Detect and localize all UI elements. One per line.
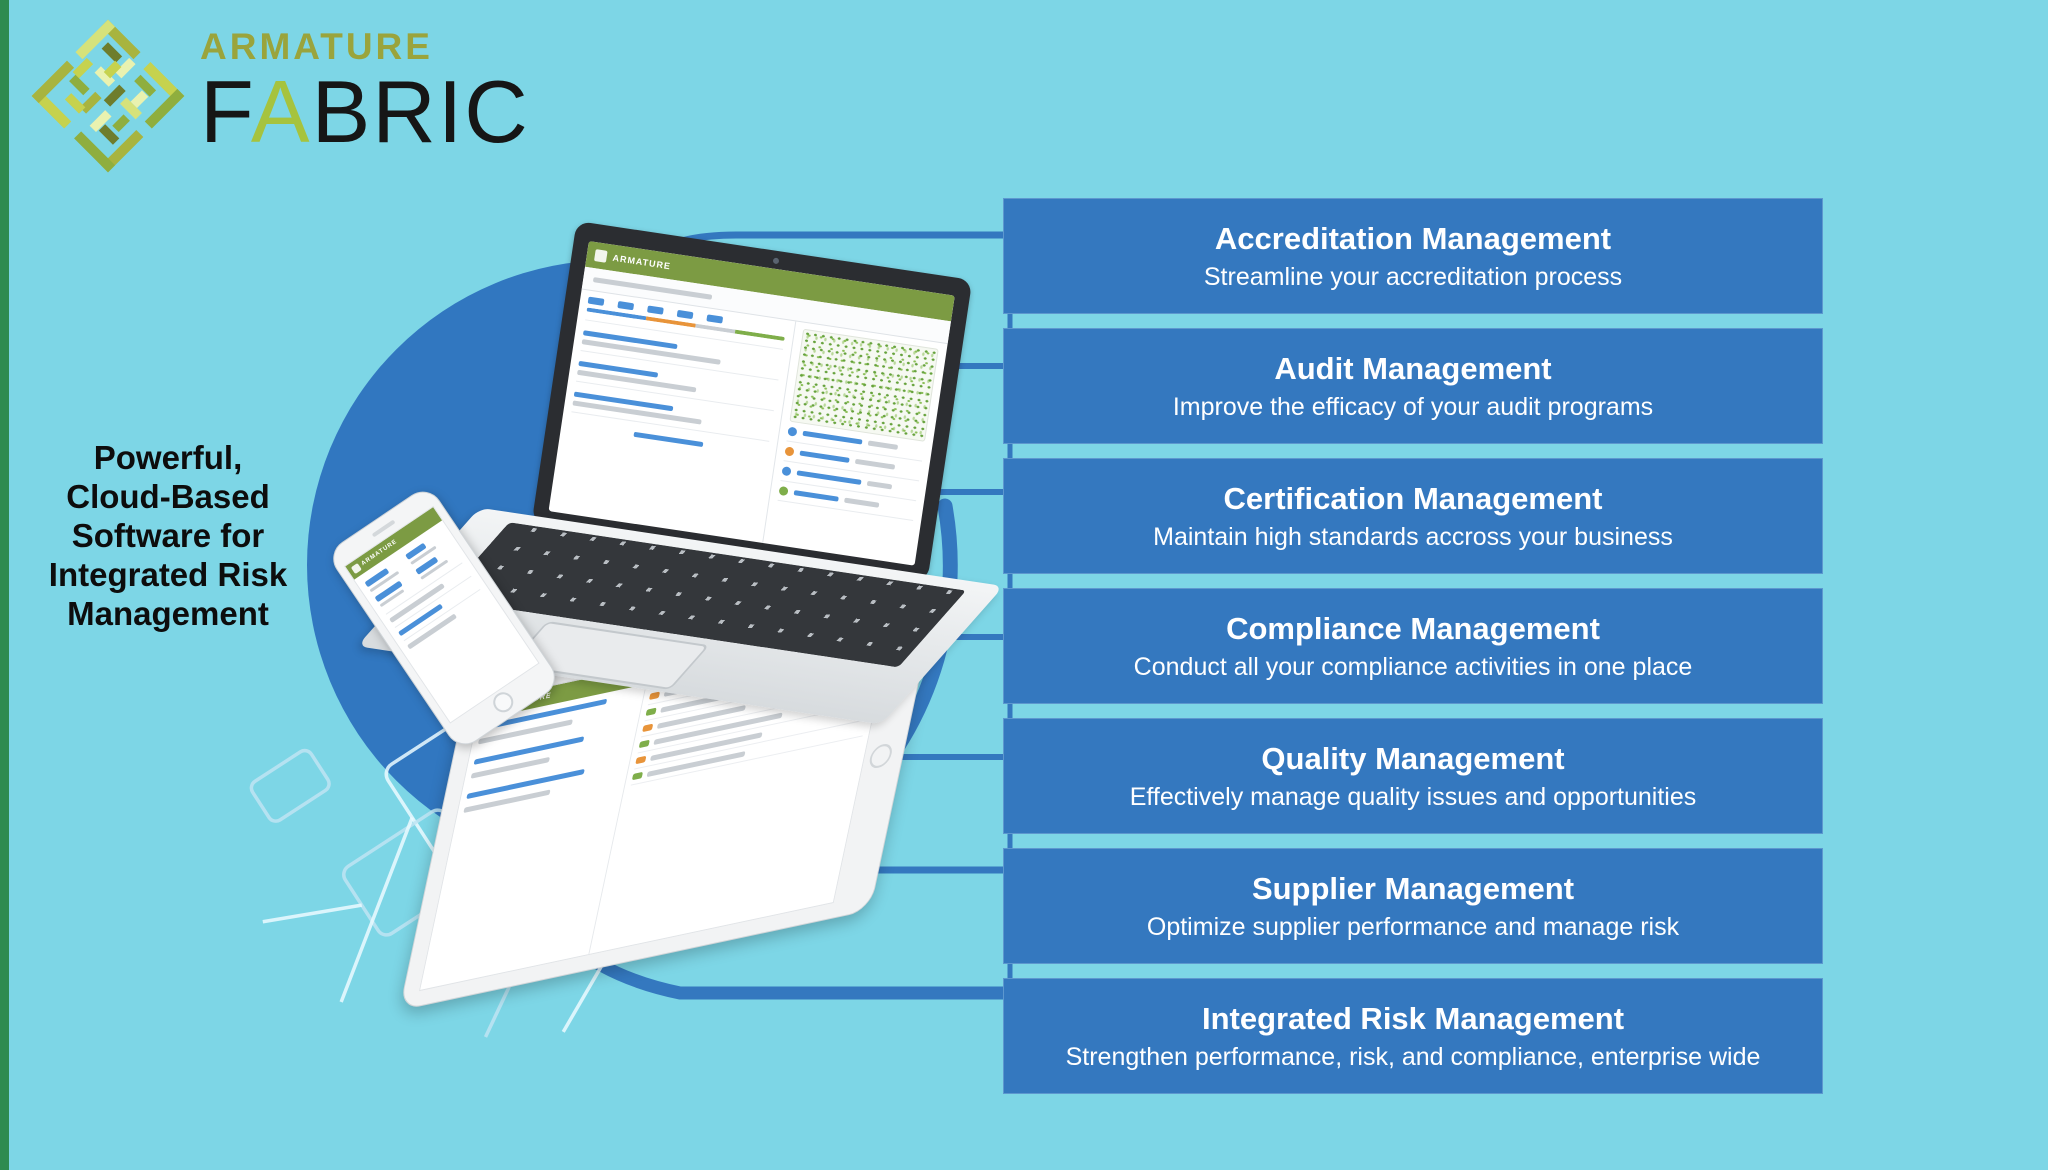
banner-quality-management: Quality Management Effectively manage qu…	[1003, 718, 1823, 834]
tagline-line: Management	[67, 595, 269, 632]
banner-compliance-management: Compliance Management Conduct all your c…	[1003, 588, 1823, 704]
banner-audit-management: Audit Management Improve the efficacy of…	[1003, 328, 1823, 444]
banner-certification-management: Certification Management Maintain high s…	[1003, 458, 1823, 574]
banner-subtitle: Maintain high standards accross your bus…	[1153, 522, 1673, 551]
banner-supplier-management: Supplier Management Optimize supplier pe…	[1003, 848, 1823, 964]
hero-circle	[307, 260, 917, 870]
tagline-line: Cloud-Based	[66, 478, 270, 515]
banner-title: Certification Management	[1223, 480, 1603, 516]
banner-subtitle: Improve the efficacy of your audit progr…	[1172, 392, 1654, 421]
brand-fabric: FABRIC	[200, 67, 530, 157]
connector-accreditation	[635, 231, 1016, 269]
logo-wordmark: ARMATURE FABRIC	[200, 18, 530, 157]
banner-title: Integrated Risk Management	[1201, 1000, 1625, 1036]
banner-title: Supplier Management	[1251, 870, 1575, 906]
banner-title: Quality Management	[1261, 740, 1565, 776]
left-edge-strip	[0, 0, 9, 1170]
brand-letter-f: F	[200, 62, 251, 161]
banner-accreditation-management: Accreditation Management Streamline your…	[1003, 198, 1823, 314]
tagline: Powerful, Cloud-Based Software for Integ…	[36, 438, 300, 633]
banner-subtitle: Effectively manage quality issues and op…	[1129, 782, 1697, 811]
tagline-line: Software for	[71, 517, 265, 554]
banner-title: Audit Management	[1274, 350, 1552, 386]
tagline-line: Integrated Risk	[48, 556, 288, 593]
banner-subtitle: Streamline your accreditation process	[1203, 262, 1623, 291]
brand-letters-bric: BRIC	[311, 62, 530, 161]
brand-armature: ARMATURE	[200, 26, 433, 67]
banner-subtitle: Strengthen performance, risk, and compli…	[1065, 1042, 1761, 1071]
banner-subtitle: Optimize supplier performance and manage…	[1146, 912, 1680, 941]
armature-fabric-logo: ARMATURE FABRIC	[30, 18, 530, 174]
fabric-weave-icon	[31, 19, 185, 173]
connector-integrated-risk	[509, 863, 1016, 1000]
banner-title: Accreditation Management	[1214, 220, 1612, 256]
banner-subtitle: Conduct all your compliance activities i…	[1133, 652, 1693, 681]
tagline-line: Powerful,	[93, 439, 243, 476]
banner-title: Compliance Management	[1226, 610, 1600, 646]
banner-integrated-risk-management: Integrated Risk Management Strengthen pe…	[1003, 978, 1823, 1094]
brand-letter-a-accent: A	[250, 62, 312, 161]
